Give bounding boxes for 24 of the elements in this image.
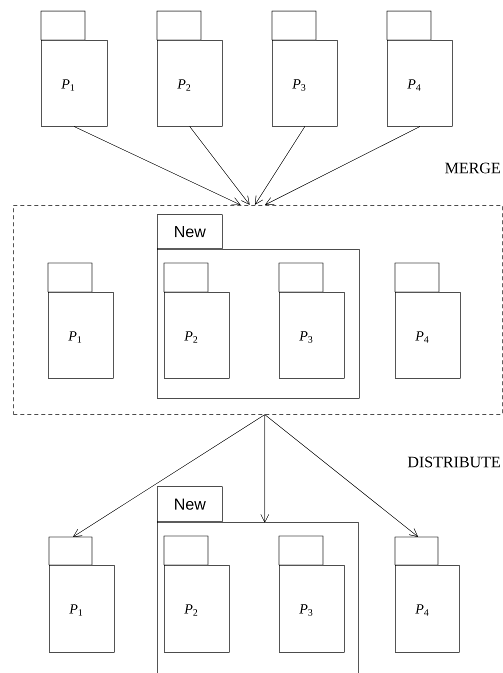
package-box: P$_{3}$ (278, 536, 345, 653)
arrow (260, 414, 270, 523)
package-box: P$_{3}$ (272, 10, 338, 127)
package-box: P$_{1}$ (48, 262, 114, 379)
package-box: P$_{2}$ (156, 10, 223, 127)
package-box: P$_{4}$ (394, 536, 460, 653)
arrow (72, 414, 266, 537)
package-box: P$_{4}$ (394, 262, 461, 379)
arrow (74, 126, 241, 206)
arrow (264, 414, 418, 537)
step-label: DISTRIBUTE (408, 456, 500, 468)
arrow (264, 126, 420, 205)
package-box: P$_{1}$ (48, 536, 115, 653)
package-box: P$_{1}$ (40, 10, 108, 127)
node-label: New (175, 226, 206, 238)
arrow (254, 126, 306, 205)
step-label: MERGE (445, 162, 500, 174)
package-box: P$_{4}$ (386, 10, 453, 127)
package-box: P$_{2}$ (164, 262, 230, 379)
package-box: P$_{2}$ (164, 536, 230, 653)
dashed-frame (13, 205, 503, 415)
node-label: New (175, 498, 206, 510)
package-box: P$_{3}$ (278, 262, 345, 379)
arrow (190, 126, 250, 205)
